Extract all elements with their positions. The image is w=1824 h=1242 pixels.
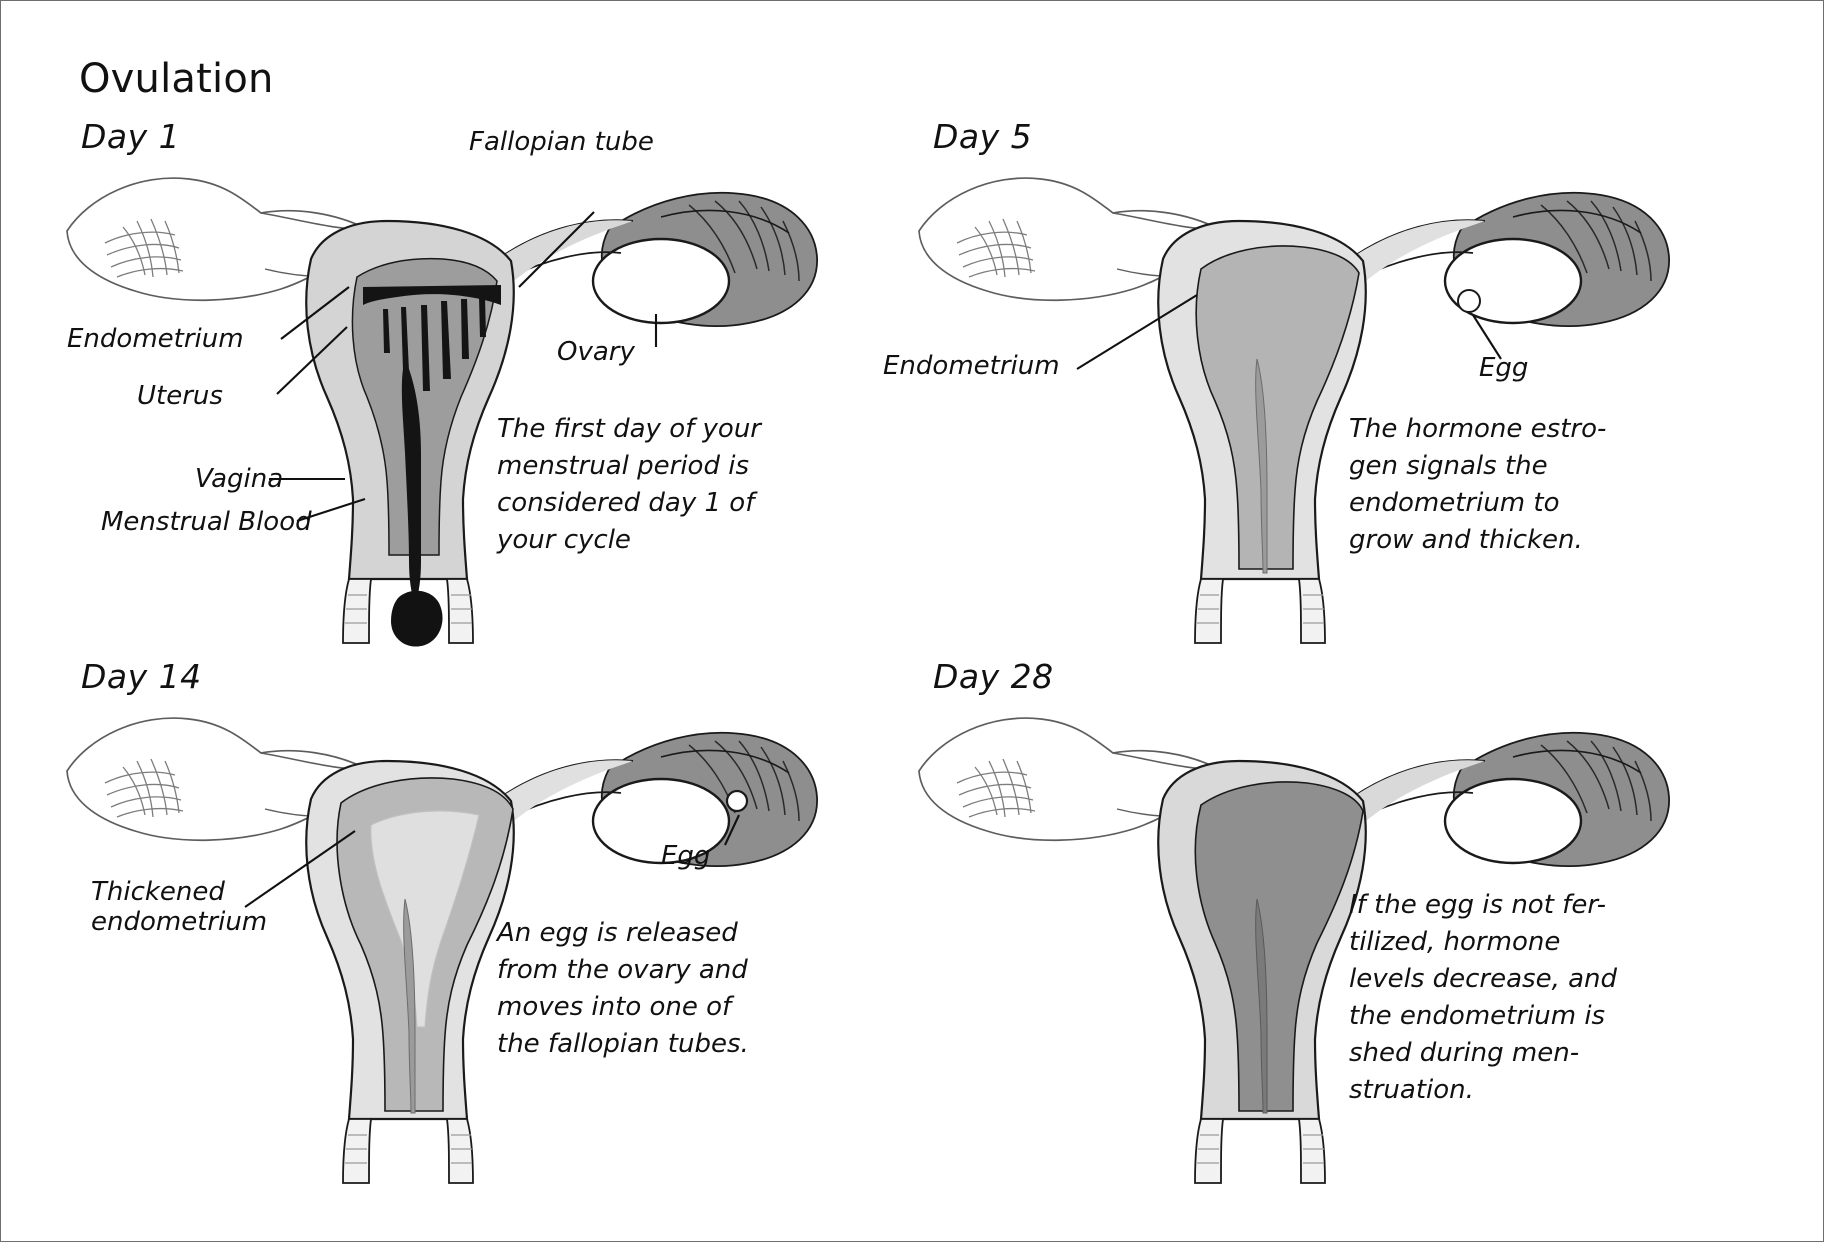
leader-menstrual-blood	[296, 498, 366, 522]
caption-day-14: An egg is released from the ovary and mo…	[497, 918, 749, 1059]
caption-day-1: The first day of your menstrual period i…	[497, 414, 761, 555]
uterus-diagram-day-28	[918, 717, 1670, 1184]
label-endometrium: Endometrium	[883, 351, 1060, 381]
uterus-diagram-day-14	[66, 717, 818, 1184]
label-uterus: Uterus	[137, 381, 223, 411]
caption-day-5: The hormone estro- gen signals the endom…	[1349, 414, 1607, 555]
label-thickened-endometrium: Thickened endometrium	[91, 877, 268, 938]
leader-endometrium	[280, 286, 350, 340]
leader-thickened-endometrium	[244, 830, 356, 908]
page-title: Ovulation	[79, 56, 274, 102]
panel-heading-day-28: Day 28	[933, 657, 1054, 696]
label-fallopian-tube: Fallopian tube	[469, 127, 654, 157]
leader-egg	[724, 814, 740, 846]
label-vagina: Vagina	[195, 464, 284, 494]
label-ovary: Ovary	[557, 337, 635, 367]
panel-day-1: Day 1	[49, 109, 929, 649]
leader-lines	[1076, 294, 1502, 370]
leader-lines	[269, 211, 658, 522]
panel-day-5: Day 5	[883, 109, 1781, 649]
leader-fallopian-tube	[518, 211, 595, 288]
caption-day-28: If the egg is not fer- tilized, hormone …	[1349, 890, 1618, 1105]
leader-endometrium	[1076, 294, 1198, 370]
uterus-diagram-day-1	[66, 177, 818, 647]
panel-day-14: Day 14	[49, 649, 929, 1189]
label-endometrium: Endometrium	[67, 324, 244, 354]
panel-heading-day-14: Day 14	[81, 657, 202, 696]
leader-uterus	[276, 326, 348, 395]
panel-day-28: Day 28	[901, 649, 1781, 1189]
leader-egg	[1472, 314, 1502, 360]
label-menstrual-blood: Menstrual Blood	[101, 507, 312, 537]
panel-heading-day-1: Day 1	[81, 117, 181, 156]
uterus-diagram-day-5	[918, 177, 1670, 644]
panel-heading-day-5: Day 5	[933, 117, 1033, 156]
label-egg: Egg	[661, 841, 711, 871]
label-egg: Egg	[1479, 353, 1529, 383]
leader-lines	[244, 814, 740, 908]
